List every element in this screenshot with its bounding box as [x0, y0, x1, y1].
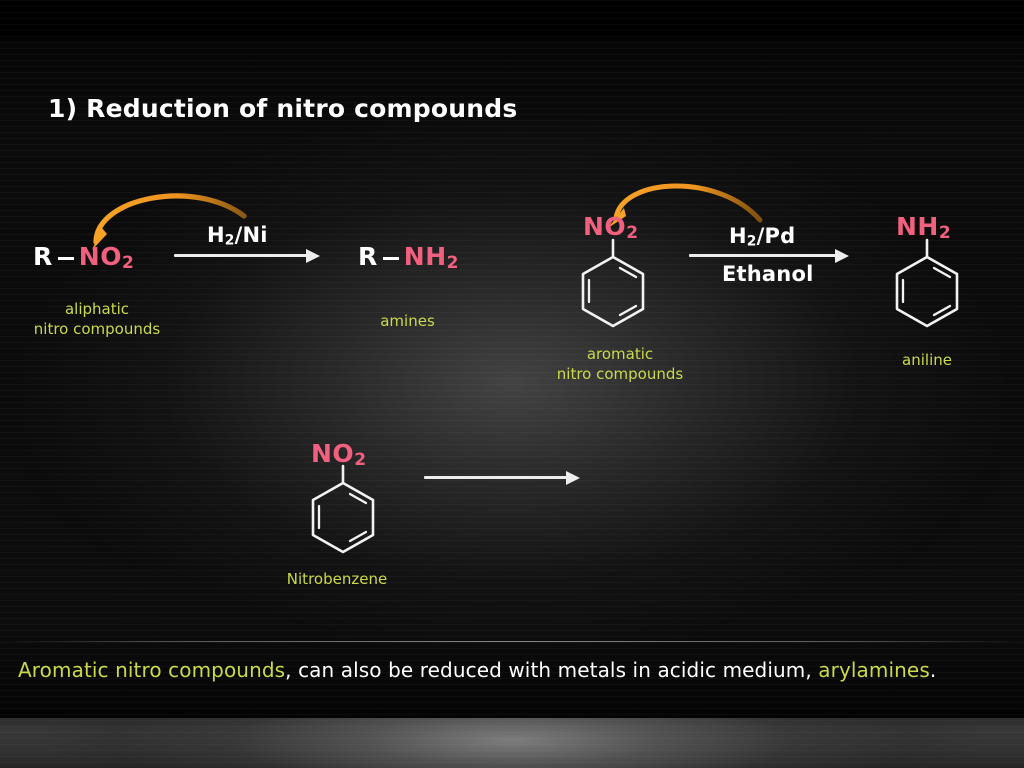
footer-highlight-1: Aromatic nitro compounds	[18, 658, 286, 682]
reaction-arrow-1	[174, 248, 320, 264]
amine-group-label-aniline: NH2	[896, 212, 952, 244]
reactant-caption-aromatic: aromatic nitro compounds	[556, 345, 684, 383]
arrow-head-icon	[835, 249, 849, 263]
arrow-head-icon	[306, 249, 320, 263]
arrow-shaft	[174, 254, 307, 257]
footer-body-text: , can also be reduced with metals in aci…	[285, 658, 819, 682]
r-group-label: R	[33, 242, 53, 271]
slide-bottom-light-band	[0, 718, 1024, 768]
reactant-caption-nitrobenzene: Nitrobenzene	[286, 570, 388, 588]
reactant-caption-aliphatic: aliphatic nitro compounds	[33, 300, 161, 338]
nitro-group-label-aromatic: NO2	[583, 212, 639, 244]
nitro-group-label: NO2	[78, 242, 135, 274]
page-title: 1) Reduction of nitro compounds	[48, 94, 518, 123]
footer-period: .	[929, 658, 937, 682]
slide-top-letterbox	[0, 0, 1024, 44]
solvent-label-ethanol: Ethanol	[722, 262, 814, 286]
reaction-arrow-3	[424, 470, 580, 486]
footer-divider	[0, 641, 1024, 642]
arrow-shaft	[689, 254, 836, 257]
arrow-head-icon	[566, 471, 580, 485]
reagent-label-h2-ni: H2/Ni	[207, 223, 268, 249]
reagent-label-h2-pd: H2/Pd	[729, 224, 796, 250]
electron-flow-arrow-icon-1	[92, 193, 247, 250]
product-caption-amines: amines	[380, 312, 435, 330]
reaction-arrow-2	[689, 248, 849, 264]
bond-dash-icon	[57, 257, 74, 260]
reactant-formula-aliphatic: R NO2	[33, 242, 134, 273]
arrow-shaft	[424, 476, 567, 479]
nitro-group-label-nitrobenzene: NO2	[311, 439, 367, 471]
r-group-label: R	[358, 242, 378, 271]
electron-flow-arrow-icon-2	[608, 183, 763, 228]
benzene-ring-icon-aniline	[895, 238, 959, 328]
benzene-ring-icon-nitrobenzene	[581, 238, 645, 328]
amine-group-label: NH2	[403, 242, 459, 274]
footer-highlight-2: arylamines	[818, 658, 930, 682]
product-caption-aniline: aniline	[902, 351, 952, 369]
product-formula-amine: R NH2	[358, 242, 459, 273]
bond-dash-icon	[382, 257, 399, 260]
benzene-ring-icon-nitrobenzene-2	[311, 464, 375, 554]
footer-note: Aromatic nitro compounds, can also be re…	[18, 658, 936, 682]
